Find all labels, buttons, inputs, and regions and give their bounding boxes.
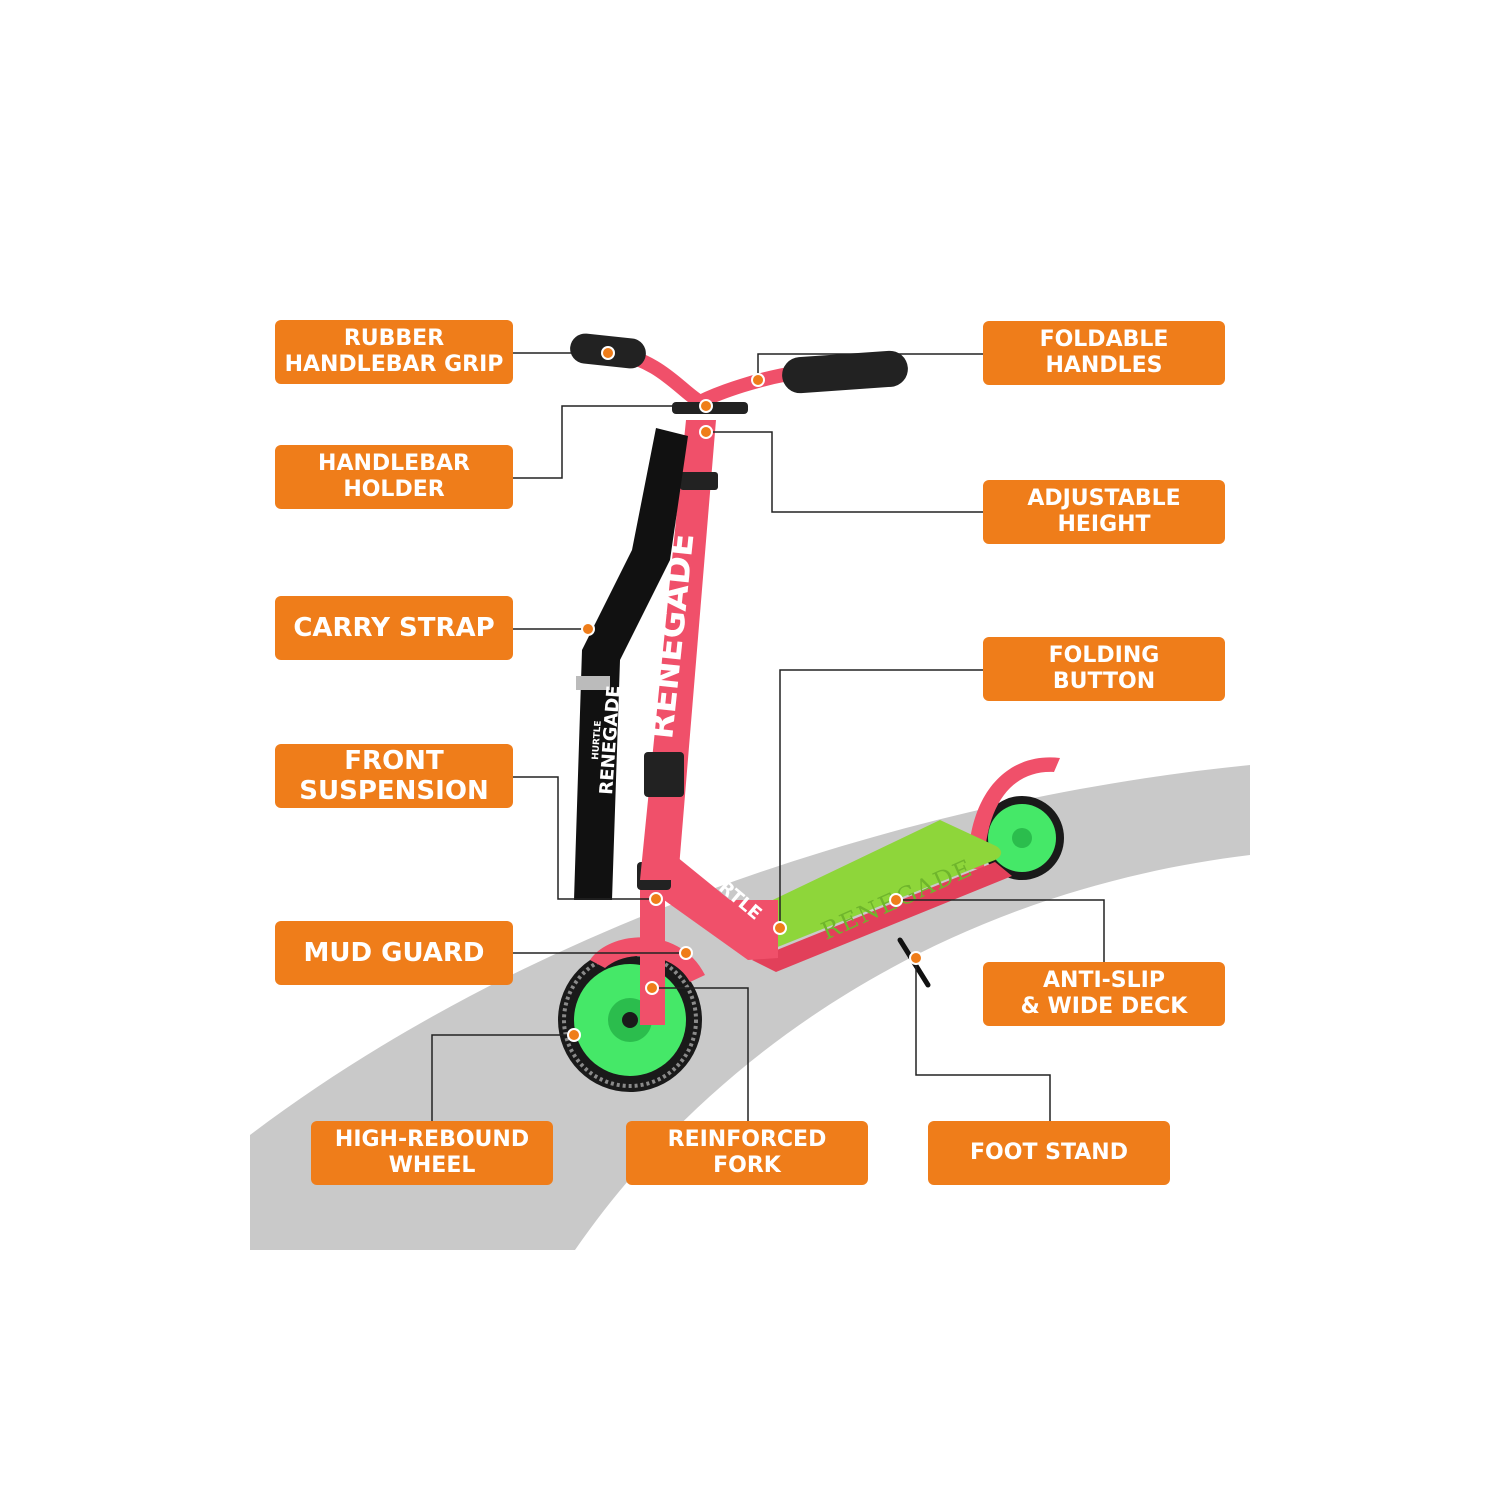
right-grip	[782, 350, 908, 394]
pointer-dots	[567, 346, 923, 1042]
leader-handlebar-holder	[512, 405, 706, 479]
strap-buckle	[576, 676, 610, 690]
label-folding-button: FOLDING BUTTON	[983, 637, 1225, 701]
leader-adjustable-height	[706, 431, 985, 513]
strap-maker: HURTLE	[591, 720, 604, 760]
label-adjustable-height: ADJUSTABLE HEIGHT	[983, 480, 1225, 544]
dot-mud-guard	[679, 946, 693, 960]
label-reinforced-fork: REINFORCED FORK	[626, 1121, 868, 1185]
carry-strap	[574, 428, 688, 900]
dot-wheel	[567, 1028, 581, 1042]
label-mud-guard: MUD GUARD	[275, 921, 513, 985]
label-foot-stand: FOOT STAND	[928, 1121, 1170, 1185]
stem-clamp-lower	[644, 752, 684, 797]
dot-foldable-handles	[751, 373, 765, 387]
dot-handlebar-holder	[699, 399, 713, 413]
rear-wheel	[980, 796, 1064, 880]
label-handlebar-holder: HANDLEBAR HOLDER	[275, 445, 513, 509]
dot-adjustable-height	[699, 425, 713, 439]
label-high-rebound-wheel: HIGH-REBOUND WHEEL	[311, 1121, 553, 1185]
leader-front-suspension	[512, 776, 656, 900]
leader-foldable-handles	[757, 353, 985, 380]
leader-fork	[652, 987, 749, 1123]
leader-folding-button	[779, 669, 985, 928]
dot-deck	[889, 893, 903, 907]
stem-clamp-upper	[680, 472, 718, 490]
dot-fork	[645, 981, 659, 995]
dot-front-suspension	[649, 892, 663, 906]
label-front-suspension: FRONT SUSPENSION	[275, 744, 513, 808]
leader-foot-stand	[915, 958, 1051, 1123]
label-carry-strap: CARRY STRAP	[275, 596, 513, 660]
dot-carry-strap	[581, 622, 595, 636]
label-rubber-handlebar-grip: RUBBER HANDLEBAR GRIP	[275, 320, 513, 384]
dot-foot-stand	[909, 951, 923, 965]
leader-wheel	[431, 1034, 574, 1123]
frame-neck	[650, 835, 778, 960]
leader-lines	[431, 352, 1105, 1123]
dot-folding-button	[773, 921, 787, 935]
label-anti-slip-wide-deck: ANTI-SLIP & WIDE DECK	[983, 962, 1225, 1026]
mud-guard	[590, 937, 705, 982]
label-foldable-handles: FOLDABLE HANDLES	[983, 321, 1225, 385]
dot-rubber-grip	[601, 346, 615, 360]
